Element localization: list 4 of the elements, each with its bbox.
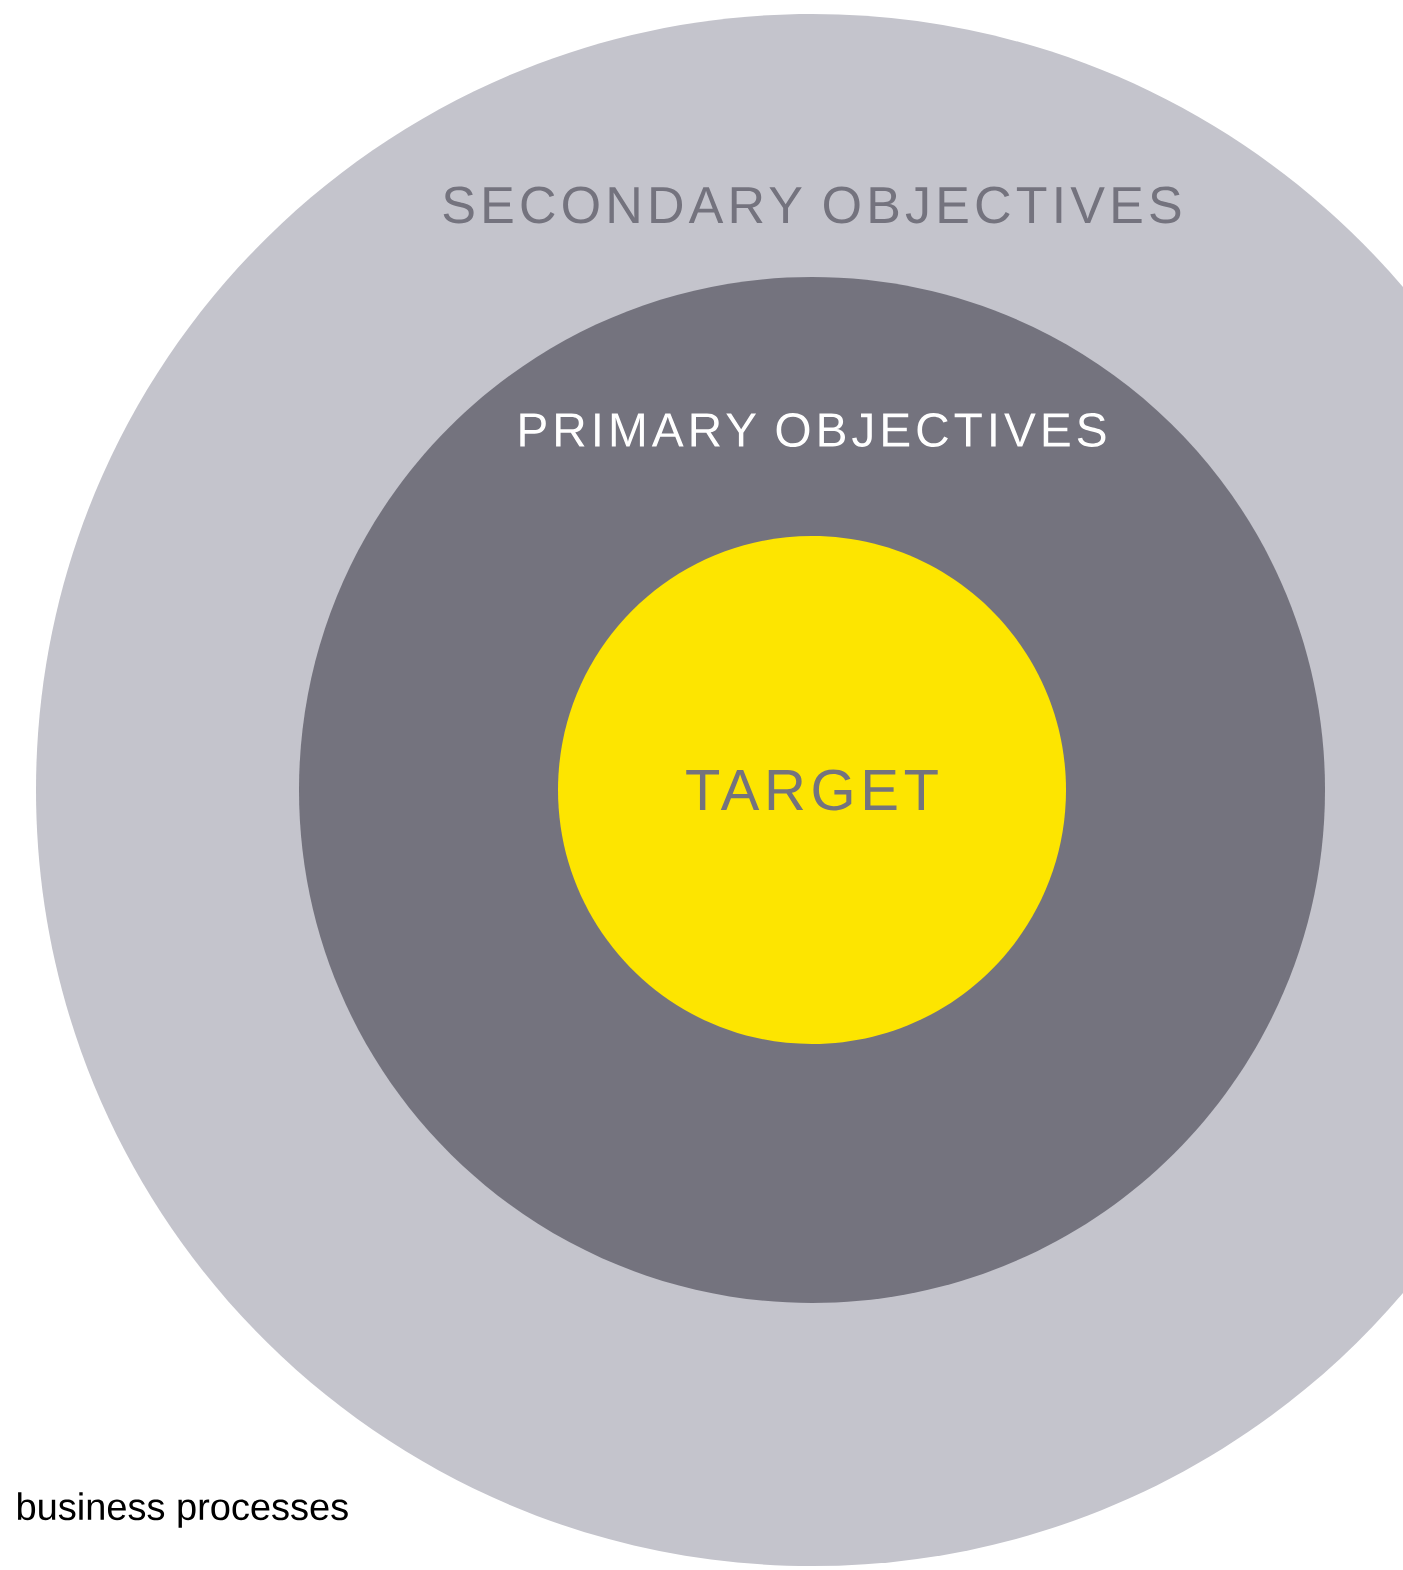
- caption-text: business processes: [18, 1492, 348, 1528]
- ring-label: TARGET: [686, 769, 938, 811]
- ring-label: SECONDARY OBJECTIVES: [443, 186, 1181, 224]
- ring-label: PRIMARY OBJECTIVES: [520, 413, 1106, 447]
